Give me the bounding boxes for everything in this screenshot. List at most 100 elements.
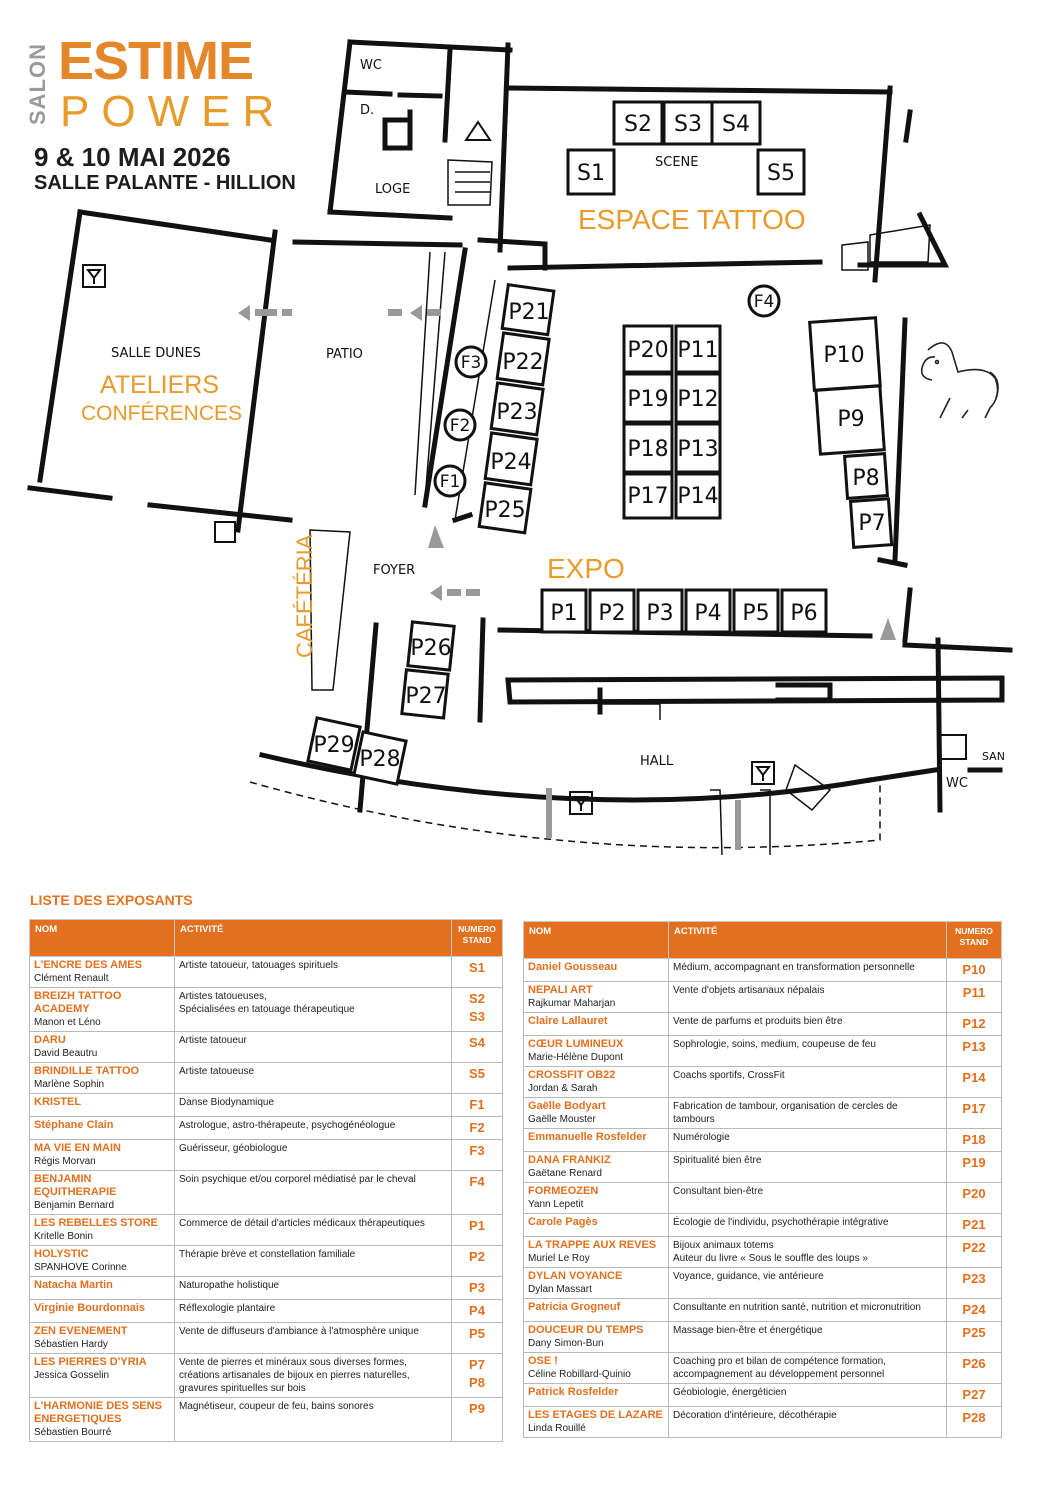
stand-cell: P18 [946,1128,1002,1152]
stand-cell: P28 [946,1406,1002,1438]
exhibitor-name: BRINDILLE TATTOO [34,1065,140,1077]
activity-cell: Astrologue, astro-thérapeute, psychogéné… [174,1116,452,1140]
stand-cell: P1 [451,1214,503,1246]
activity-cell: Consultante en nutrition santé, nutritio… [668,1298,947,1322]
exhibitor-name: LES REBELLES STORE [34,1217,158,1229]
exhibitor-name: NEPALI ART [528,984,593,996]
stand-number-2: S3 [469,1009,485,1024]
exhibitor-person: Dylan Massart [528,1284,592,1295]
exhibitor-name: MA VIE EN MAIN [34,1142,121,1154]
stand-p24: P24 [490,450,531,475]
activity-text: Géobiologie, énergéticien [673,1387,787,1398]
activity-text: Thérapie brève et constellation familial… [179,1249,356,1260]
exhibitor-name: BREIZH TATTOO ACADEMY [34,990,122,1015]
activity-cell: Sophrologie, soins, medium, coupeuse de … [668,1035,947,1067]
exhibitor-person: Gaëlle Mouster [528,1114,596,1125]
exhibitor-person: Dany Simon-Bun [528,1338,604,1349]
exhibitor-person: Yann Lepetit [528,1199,584,1210]
exhibitor-name: KRISTEL [34,1096,82,1108]
room-patio: PATIO [326,347,363,362]
activity-cell: Voyance, guidance, vie antérieure [668,1267,947,1299]
stand-p3: P3 [646,601,673,626]
stand-cell: P23 [946,1267,1002,1299]
activity-text: Artiste tatoueuse [179,1066,255,1077]
stand-cell: F1 [451,1093,503,1117]
stand-p12: P12 [677,387,718,412]
stand-number: P9 [469,1401,485,1416]
activity-cell: Fabrication de tambour, organisation de … [668,1097,947,1129]
activity-text: Artiste tatoueur, tatouages spirituels [179,960,338,971]
stand-p18: P18 [627,437,668,462]
stand-p14: P14 [677,484,718,509]
activity-cell: Artiste tatoueuse [174,1062,452,1094]
exhibitor-person: SPANHOVE Corinne [34,1262,127,1273]
exhibitor-name: Stéphane Clain [34,1119,114,1131]
stand-cell: P17 [946,1097,1002,1129]
stand-p23: P23 [496,400,537,425]
table-row: BRINDILLE TATTOO Marlène Sophin Artiste ta… [29,1062,503,1094]
activity-text: Consultante en nutrition santé, nutritio… [673,1302,921,1313]
activity-cell: Décoration d'intérieure, décothérapie [668,1406,947,1438]
stand-f2: F2 [450,416,471,436]
stand-number: P25 [962,1325,986,1340]
exhibitor-person: Benjamin Bernard [34,1200,115,1211]
stand-p27: P27 [405,684,446,709]
exhibitor-person: Céline Robillard-Quinio [528,1369,631,1380]
stand-p11: P11 [677,338,718,363]
activity-text: Guérisseur, géobiologue [179,1143,288,1154]
stand-number: P17 [962,1101,986,1116]
stand-number: F1 [469,1097,485,1112]
zone-labels: ESPACE TATTOO ATELIERS CONFÉRENCES EXPO … [81,204,806,658]
exhibitor-name: DOUCEUR DU TEMPS [528,1324,644,1336]
stand-cell: P27 [946,1383,1002,1407]
activity-cell: Soin psychique et/ou corporel médiatisé … [174,1170,452,1215]
exhibitor-person: Muriel Le Roy [528,1253,590,1264]
stand-number: P12 [962,1016,986,1031]
col-nom: NOM [29,919,175,957]
activity-cell: Numérologie [668,1128,947,1152]
activity-cell: Artiste tatoueur [174,1031,452,1063]
room-san: SAN [982,750,1005,763]
exhibitor-person: Marlène Sophin [34,1079,105,1090]
stand-p7: P7 [858,511,885,536]
exhibitor-person: Rajkumar Maharjan [528,998,616,1009]
stand-cell: P11 [946,981,1002,1013]
stand-number: P4 [469,1303,485,1318]
stand-f1: F1 [440,472,461,492]
stand-p8: P8 [852,466,879,491]
exhibitor-cell: Daniel Gousseau [523,958,669,982]
stand-p26: P26 [410,636,451,661]
stand-number: P10 [962,962,986,977]
exhibitor-name: ZEN EVENEMENT [34,1325,128,1337]
stand-number: P1 [469,1218,485,1233]
exhibitor-person: Régis Morvan [34,1156,96,1167]
zone-ateliers: ATELIERS [100,371,219,399]
exhibitor-person: Marie-Hélène Dupont [528,1052,624,1063]
activity-text: Vente d'objets artisanaux népalais [673,985,825,996]
col-nom: NOM [523,921,669,959]
exhibitor-cell: DOUCEUR DU TEMPS Dany Simon-Bun [523,1321,669,1353]
col-activite: ACTIVITÉ [174,919,452,957]
brand-estime: ESTIME [58,31,254,91]
activity-text: Vente de pierres et minéraux sous divers… [179,1357,410,1394]
col-activite: ACTIVITÉ [668,921,947,959]
exhibitor-list-title: LISTE DES EXPOSANTS [30,892,193,908]
